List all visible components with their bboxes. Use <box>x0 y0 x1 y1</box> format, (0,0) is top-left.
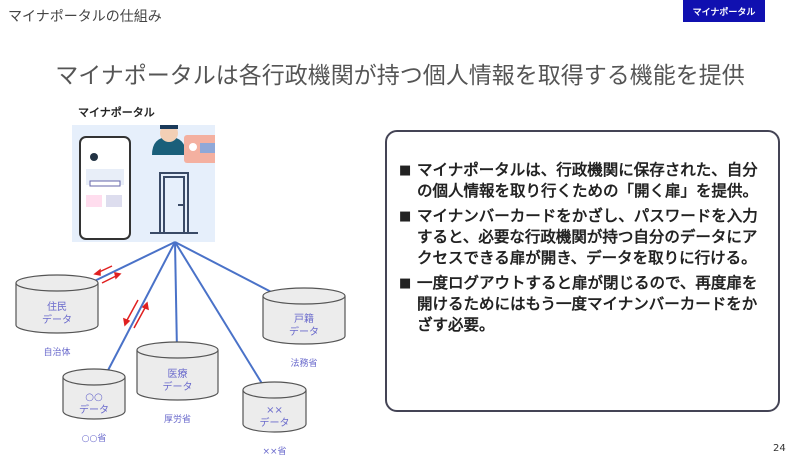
database-name: 住民 <box>47 300 67 313</box>
database-owner: 自治体 <box>43 346 70 358</box>
database-owner: 法務省 <box>290 357 317 369</box>
connection-line <box>174 241 280 297</box>
square-bullet-icon: ■ <box>399 209 412 224</box>
connection-line <box>103 241 176 379</box>
database-name: 医療 <box>168 367 188 380</box>
section-title: マイナポータルの仕組み <box>8 9 162 25</box>
arrow-request <box>125 299 139 323</box>
bullet-item: ■マイナポータルは、行政機関に保存された、自分の個人情報を取り行くための「開く扉… <box>399 161 759 200</box>
connection-line <box>174 241 267 391</box>
connection-line <box>81 241 176 288</box>
door-icon <box>150 172 198 234</box>
database-sub: データ <box>260 416 290 429</box>
database-owner: ××省 <box>262 445 286 457</box>
smartphone-icon <box>79 136 131 240</box>
section-badge: マイナポータル <box>683 0 765 22</box>
database-name: ×× <box>266 405 283 416</box>
database-owner: 厚労省 <box>164 413 191 425</box>
square-bullet-icon: ■ <box>399 276 412 291</box>
database-sub: データ <box>163 380 193 393</box>
database-sub: データ <box>289 325 319 338</box>
bullet-item: ■一度ログアウトすると扉が閉じるので、再度扉を開けるためにはもう一度マイナンバー… <box>399 274 758 334</box>
slide-heading: マイナポータルは各行政機関が持つ個人情報を取得する機能を提供 <box>55 63 745 89</box>
connection-line <box>174 241 178 353</box>
database-1: ○○データ ○○省 <box>62 368 126 444</box>
database-owner: ○○省 <box>82 432 107 444</box>
arrow-response <box>133 305 147 329</box>
database-name: ○○ <box>85 392 102 403</box>
database-3: ××データ ××省 <box>242 381 307 457</box>
page-number: 24 <box>773 443 786 454</box>
portal-label: マイナポータル <box>78 106 155 119</box>
database-sub: データ <box>42 313 72 326</box>
square-bullet-icon: ■ <box>399 163 412 178</box>
bullet-item: ■マイナンバーカードをかざし、パスワードを入力すると、必要な行政機関が持つ自分の… <box>399 207 758 267</box>
database-sub: データ <box>79 403 109 416</box>
database-name: 戸籍 <box>294 312 314 325</box>
portal-illustration <box>72 121 230 242</box>
description-panel: ■マイナポータルは、行政機関に保存された、自分の個人情報を取り行くための「開く扉… <box>385 130 780 412</box>
